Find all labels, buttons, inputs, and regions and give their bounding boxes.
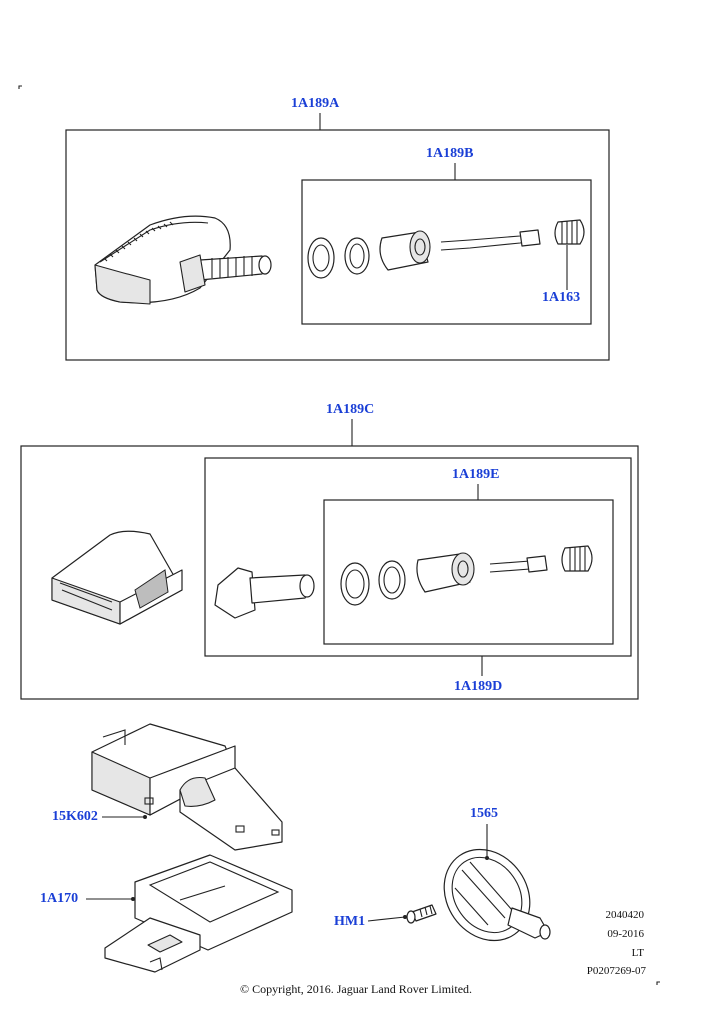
module-15k602	[91, 723, 283, 851]
drawing-reference: P0207269-07	[586, 965, 646, 977]
dot-1a170	[131, 897, 135, 901]
bracket-1565	[443, 848, 551, 942]
callout-1a170[interactable]: 1A170	[40, 891, 79, 906]
callout-1a189a[interactable]: 1A189A	[291, 96, 340, 111]
corner-mark-top-left	[18, 85, 22, 89]
dot-15k602	[143, 815, 147, 819]
screw-hm1	[406, 904, 437, 924]
callout-1a189b[interactable]: 1A189B	[426, 146, 474, 161]
corner-mark-bottom-right	[656, 981, 660, 985]
leader-hm1	[367, 916, 406, 922]
dot-1565	[485, 856, 489, 860]
callout-1565[interactable]: 1565	[470, 806, 498, 821]
tray-1a170	[104, 854, 293, 973]
dot-hm1	[403, 915, 407, 919]
tpms-sensor-block	[51, 530, 183, 625]
drawing-date: 09-2016	[607, 928, 644, 940]
box-1a189a	[65, 129, 610, 361]
callout-hm1[interactable]: HM1	[334, 914, 366, 929]
box-1a189d	[204, 457, 632, 657]
valve-kit-1a189b	[307, 219, 585, 279]
callout-1a189e[interactable]: 1A189E	[452, 467, 500, 482]
callout-1a163[interactable]: 1A163	[542, 290, 581, 305]
box-1a189b	[301, 179, 592, 325]
drawing-number: 2040420	[605, 909, 645, 921]
box-1a189c	[20, 445, 639, 700]
callout-1a189d[interactable]: 1A189D	[454, 679, 503, 694]
callout-15k602[interactable]: 15K602	[52, 809, 98, 824]
tpms-sensor-band	[94, 215, 272, 305]
box-1a189e	[323, 499, 614, 645]
valve-kit-1a189e	[340, 545, 593, 606]
callout-1a189c[interactable]: 1A189C	[326, 402, 375, 417]
drawing-code: LT	[631, 947, 644, 959]
valve-stem-1a189d	[214, 567, 315, 619]
copyright-notice: © Copyright, 2016. Jaguar Land Rover Lim…	[239, 982, 473, 996]
